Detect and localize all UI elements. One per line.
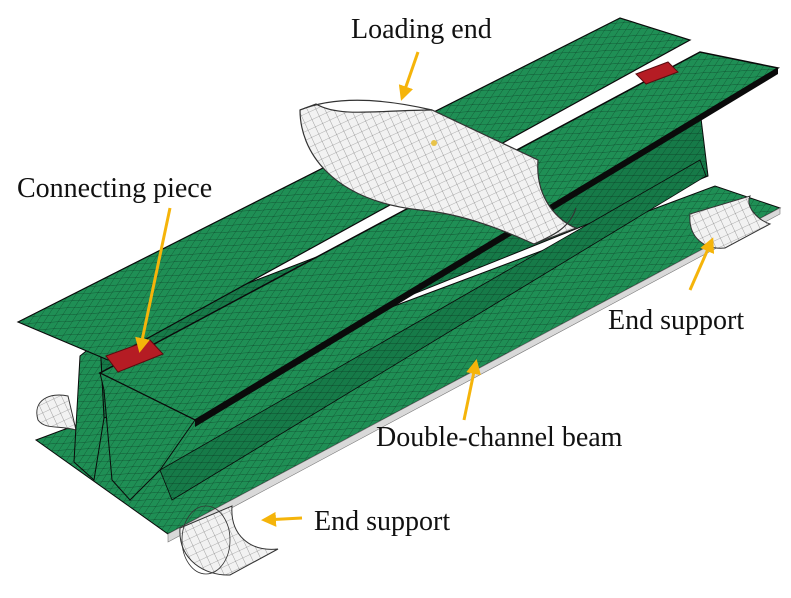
arrow-loading-end [398, 51, 420, 101]
arrow-end-support-bottom [261, 511, 303, 527]
label-loading-end: Loading end [351, 14, 492, 45]
label-connecting-piece: Connecting piece [17, 173, 213, 204]
label-end-support-bottom: End support [314, 506, 451, 537]
annotation-arrows [135, 51, 715, 527]
end-support-far [689, 195, 772, 249]
end-support-near-left [36, 394, 77, 431]
loading-end [299, 99, 578, 245]
arrow-double-channel-beam [462, 359, 481, 421]
label-end-support-right: End support [608, 305, 745, 336]
arrow-end-support-right [688, 237, 715, 291]
connecting-piece-far [635, 61, 679, 85]
beam-top-flange-right [98, 51, 781, 501]
end-support-near [179, 505, 279, 576]
arrow-connecting-piece [135, 207, 172, 353]
label-double-channel-beam: Double-channel beam [376, 422, 623, 453]
